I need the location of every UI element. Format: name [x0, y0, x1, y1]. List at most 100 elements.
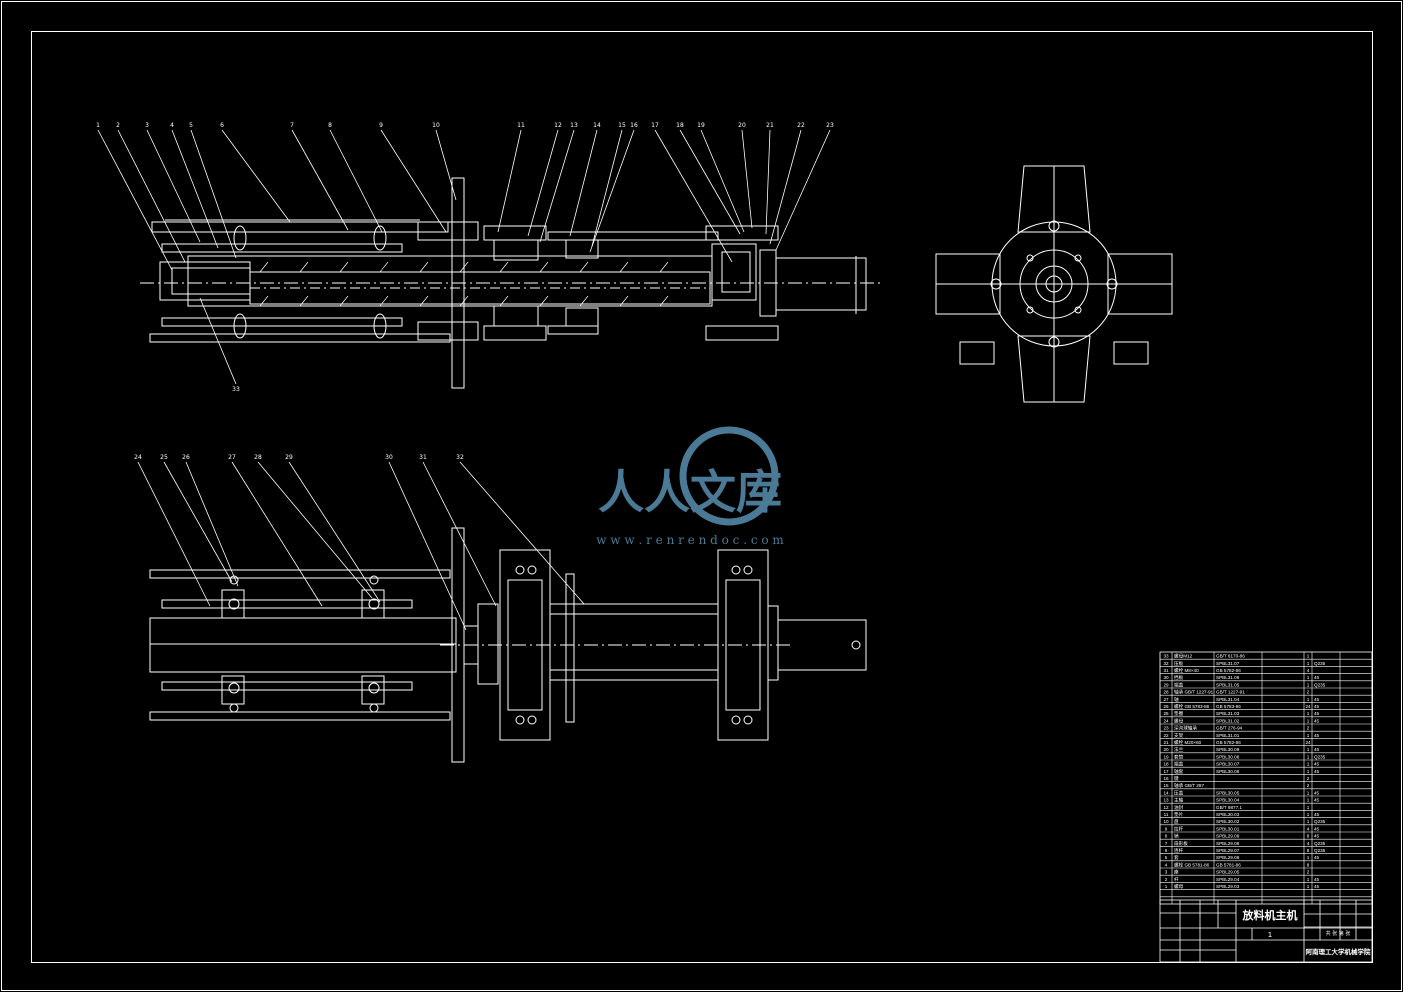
balloon-leader: [171, 129, 219, 249]
balloon-leader: [291, 129, 349, 231]
bom-cell: 24: [1163, 718, 1169, 723]
bom-cell: 32: [1163, 661, 1169, 666]
balloon-leader: [589, 129, 635, 253]
title-block: 放料机主机 1 共 张 第 张 阿南理工大学机械学院: [1159, 899, 1373, 963]
bom-cell: SPBL30.08: [1216, 754, 1240, 759]
bom-cell: 45: [1314, 762, 1320, 767]
part-number-label: 8: [328, 122, 332, 129]
bom-cell: 1: [1307, 855, 1310, 860]
end-view: [935, 165, 1173, 403]
bom-cell: 2: [1165, 877, 1168, 882]
bom-cell: 螺栓 GB 5781-86: [1174, 861, 1210, 868]
balloon-leader: [775, 129, 831, 251]
part-number-label: 12: [554, 122, 562, 129]
bom-cell: 套: [1174, 854, 1179, 861]
bom-cell: 24: [1305, 704, 1311, 709]
bom-cell: 27: [1163, 697, 1169, 702]
balloon-leader: [185, 461, 239, 587]
bom-cell: 1: [1307, 877, 1310, 882]
bom-cell: 键: [1174, 775, 1179, 782]
bom-cell: 45: [1314, 826, 1320, 831]
bom-cell: 挡板: [1174, 674, 1184, 681]
bom-cell: 1: [1165, 884, 1168, 889]
bom-cell: 压板: [1174, 660, 1184, 667]
balloon-leader: [591, 129, 623, 247]
bom-cell: 螺母: [1174, 883, 1184, 890]
bom-cell: 1: [1307, 711, 1310, 716]
bom-cell: Q235: [1314, 841, 1326, 846]
bom-cell: 24: [1305, 740, 1311, 745]
bom-cell: 45: [1314, 711, 1320, 716]
part-number-label: 15: [618, 122, 626, 129]
part-number-label: 22: [797, 122, 805, 129]
bom-cell: 8: [1307, 848, 1310, 853]
balloon-leader: [257, 461, 373, 599]
balloon-leader: [388, 461, 467, 631]
bom-cell: SPBL30.06: [1216, 769, 1240, 774]
balloon-leader: [527, 129, 559, 237]
bom-cell: 1: [1307, 754, 1310, 759]
bom-cell: 25: [1163, 711, 1169, 716]
bom-cell: 1: [1307, 654, 1310, 659]
bom-cell: SPBL29.03: [1216, 884, 1240, 889]
bom-cell: 10: [1163, 819, 1169, 824]
balloon-leader: [497, 129, 522, 233]
balloon-leader: [288, 461, 381, 603]
bom-cell: 2: [1307, 870, 1310, 875]
bom-cell: 杆: [1174, 876, 1179, 883]
balloon-leader: [329, 129, 383, 233]
part-number-label: 31: [419, 454, 427, 461]
school-name: 阿南理工大学机械学院: [1306, 947, 1372, 956]
bom-cell: SPBL29.05: [1216, 870, 1240, 875]
bom-cell: 深沟球轴承: [1174, 725, 1197, 732]
part-number-label: 5: [189, 122, 193, 129]
elevation-view: [149, 527, 867, 763]
bom-cell: 7: [1165, 841, 1168, 846]
bom-cell: 螺母: [1174, 717, 1184, 724]
bom-cell: 1: [1307, 769, 1310, 774]
bom-cell: 2: [1307, 690, 1310, 695]
bom-cell: 1: [1307, 805, 1310, 810]
bom-cell: 19: [1163, 754, 1169, 759]
bom-cell: 45: [1314, 675, 1320, 680]
bom-cell: SPBL29.07: [1216, 848, 1240, 853]
part-number-label: 11: [517, 122, 525, 129]
balloon-leader: [569, 129, 598, 237]
bom-cell: 8: [1307, 862, 1310, 867]
bom-cell: 8: [1307, 834, 1310, 839]
bom-cell: 28: [1163, 690, 1169, 695]
bom-cell: 45: [1314, 747, 1320, 752]
bom-cell: 轴承 GB/T 297: [1174, 782, 1204, 789]
bom-cell: 8: [1165, 834, 1168, 839]
bom-cell: SPBL31.02: [1216, 718, 1240, 723]
drawing-title: 放料机主机: [1242, 908, 1298, 922]
bom-cell: 45: [1314, 733, 1320, 738]
bom-cell: 45: [1314, 834, 1320, 839]
bom-cell: 1: [1307, 819, 1310, 824]
bom-cell: 4: [1165, 862, 1168, 867]
bom-cell: GB 5781-86: [1216, 862, 1241, 867]
part-number-label: 23: [826, 122, 834, 129]
bom-cell: 45: [1314, 790, 1320, 795]
bom-cell: GB 5782-86: [1216, 740, 1241, 745]
watermark-chinese: 人人文库: [598, 465, 782, 519]
bom-cell: 17: [1163, 769, 1169, 774]
balloon-leader: [221, 129, 291, 223]
bom-cell: GB/T 9877.1: [1216, 805, 1242, 810]
watermark-url: w w w . r e n r e n d o c . c o m: [596, 533, 784, 547]
bom-cell: GB/T 1227-91: [1216, 690, 1245, 695]
part-number-label: 1: [96, 122, 100, 129]
bom-cell: SPBL29.04: [1216, 877, 1240, 882]
bom-cell: 23: [1163, 726, 1169, 731]
